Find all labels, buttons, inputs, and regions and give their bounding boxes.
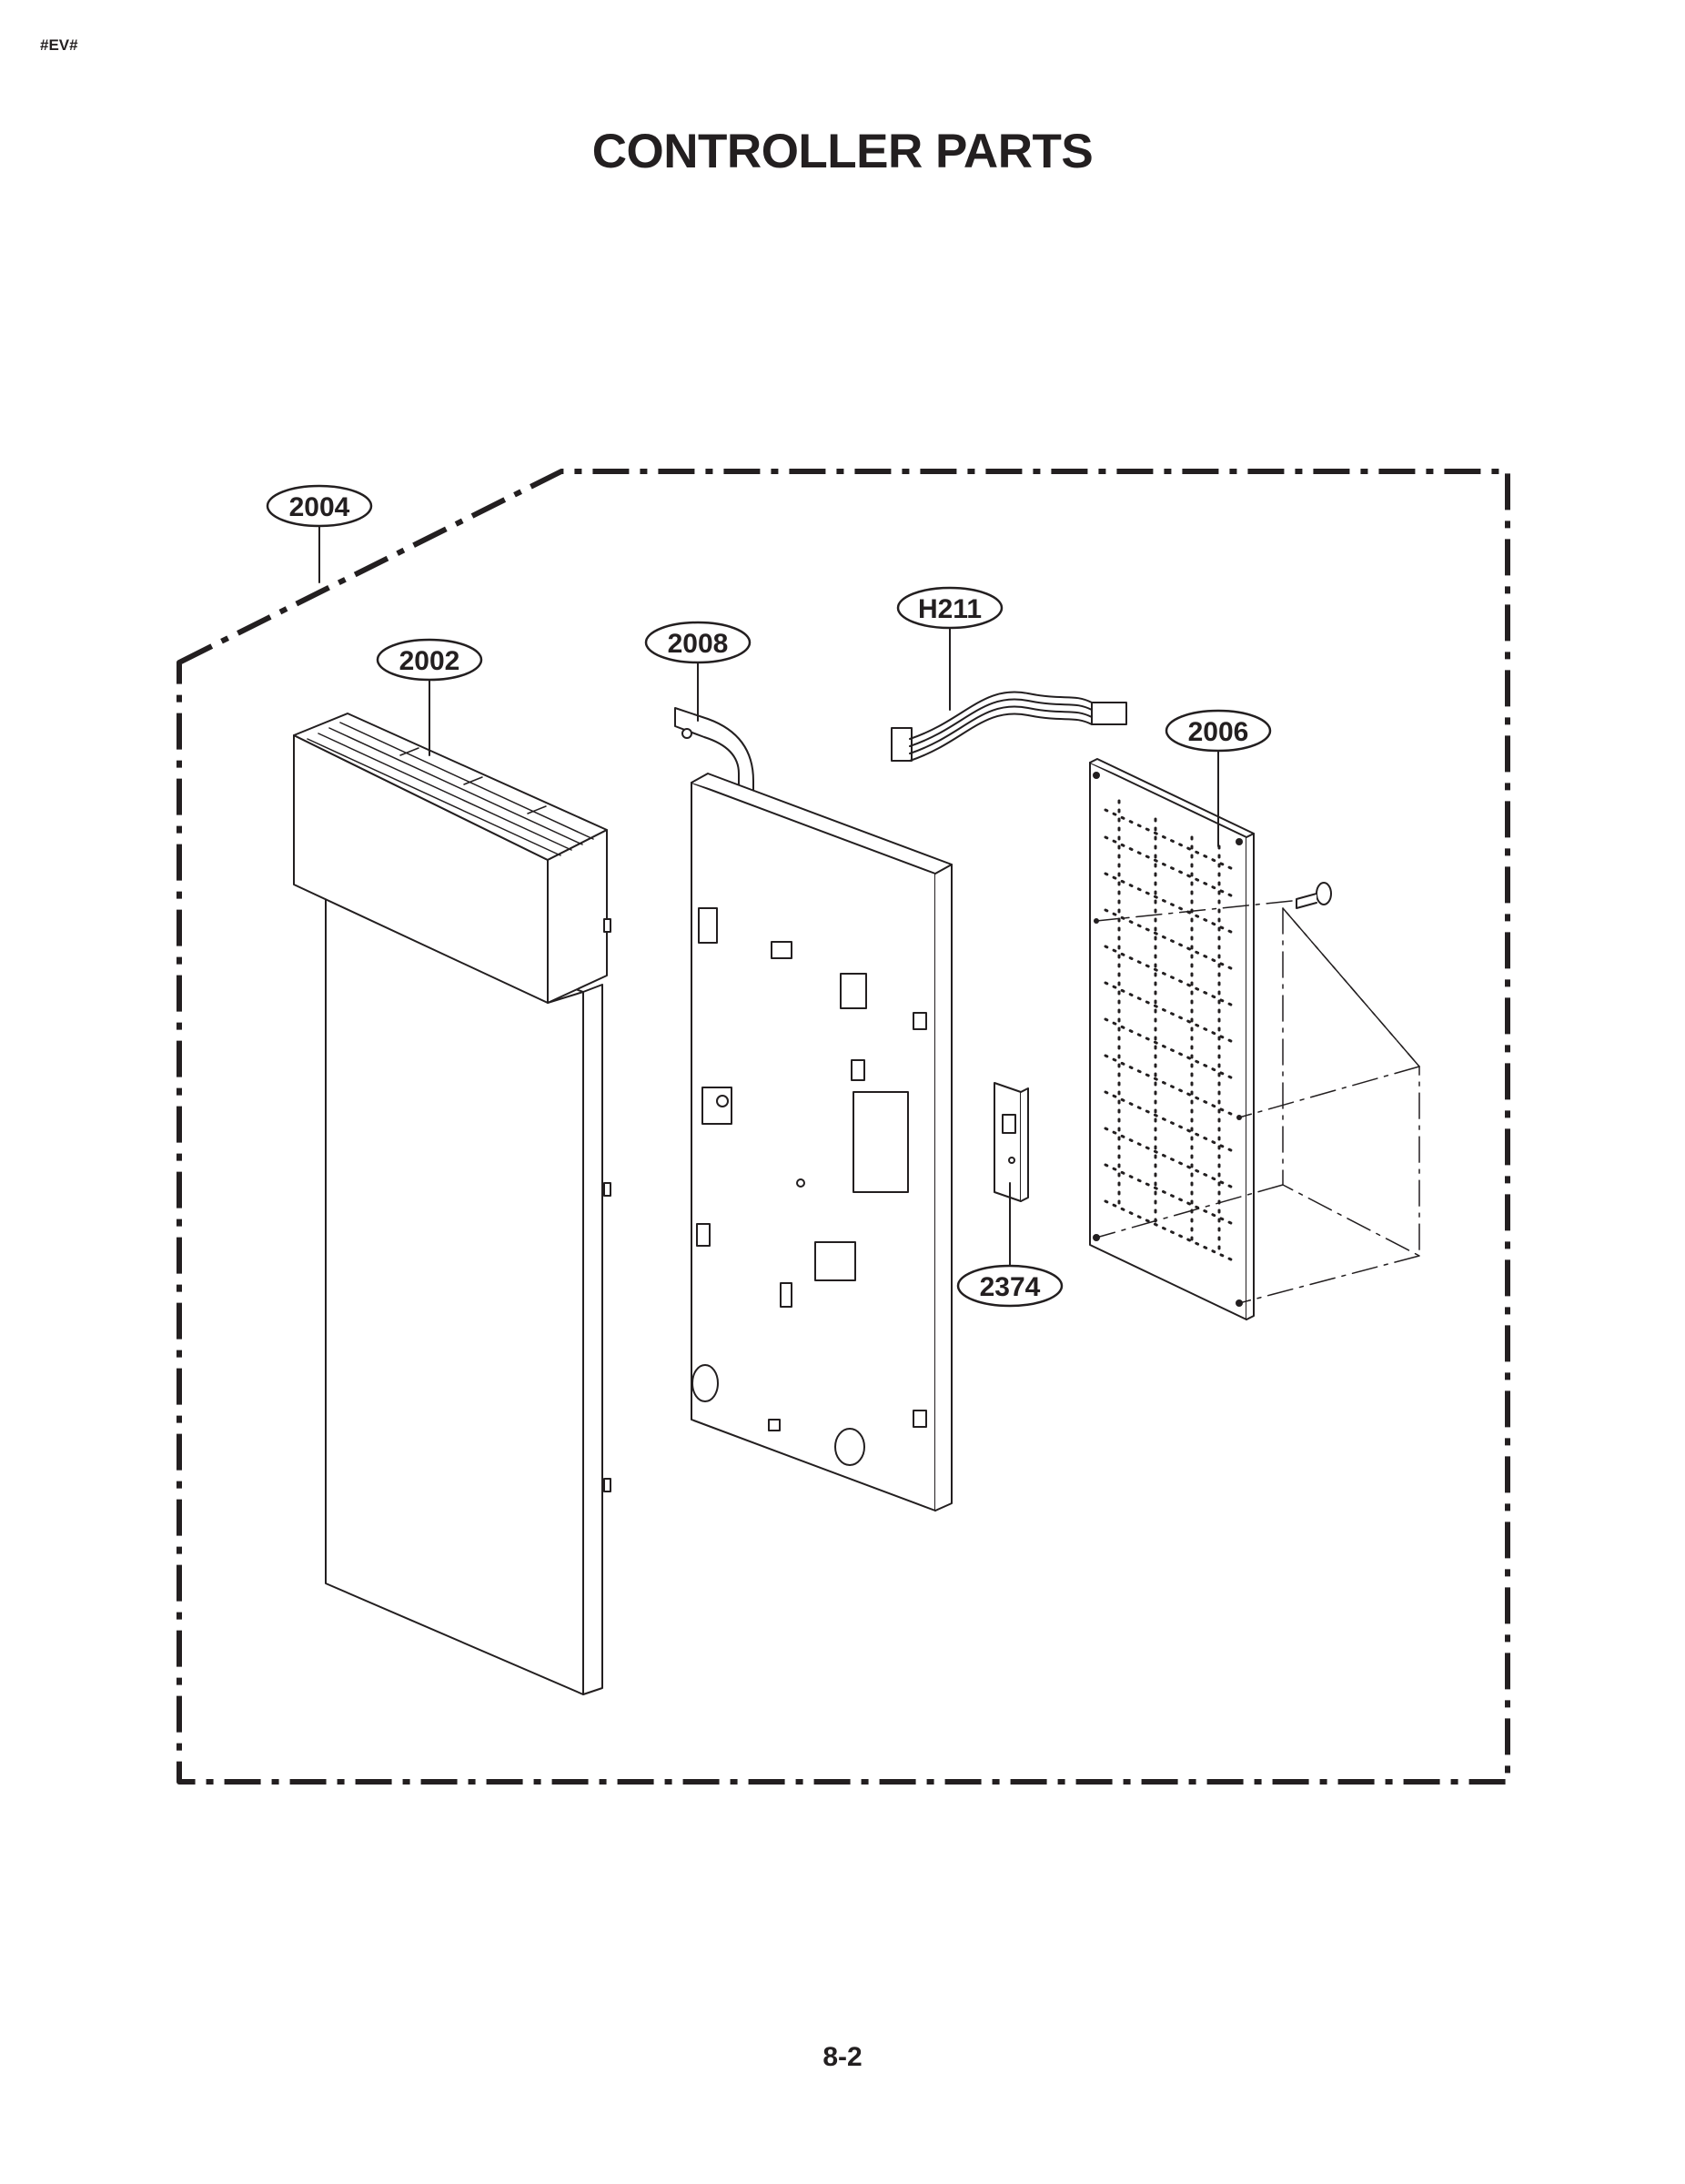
page-title: CONTROLLER PARTS: [591, 125, 1094, 178]
callout-label: 2008: [668, 629, 729, 659]
screw-part: [1296, 882, 1332, 909]
callout-2004: 2004: [266, 484, 373, 528]
callout-2002: 2002: [376, 638, 483, 682]
control-panel-part: [293, 713, 611, 1695]
sensor-board-part: [994, 1082, 1029, 1202]
callout-label: 2374: [980, 1272, 1041, 1302]
assembly-guide-lines: [1095, 900, 1420, 1304]
callout-2006: 2006: [1165, 709, 1272, 753]
wire-harness-part: [891, 691, 1127, 762]
callout-2374: 2374: [956, 1264, 1064, 1308]
callout-label: 2006: [1188, 717, 1249, 747]
callout-H211: H211: [896, 586, 1004, 630]
corner-mark: #EV#: [40, 36, 78, 54]
leader-lines: [318, 522, 1219, 1270]
callout-2008: 2008: [644, 621, 752, 664]
callout-label: 2004: [289, 492, 350, 522]
callout-label: 2002: [399, 646, 460, 676]
main-pcb-part: [1089, 758, 1255, 1320]
assembly-boundary: [177, 469, 1510, 1785]
callout-label: H211: [918, 594, 982, 624]
page-number: 8-2: [822, 2042, 863, 2072]
frame-bracket-part: [674, 707, 953, 1512]
